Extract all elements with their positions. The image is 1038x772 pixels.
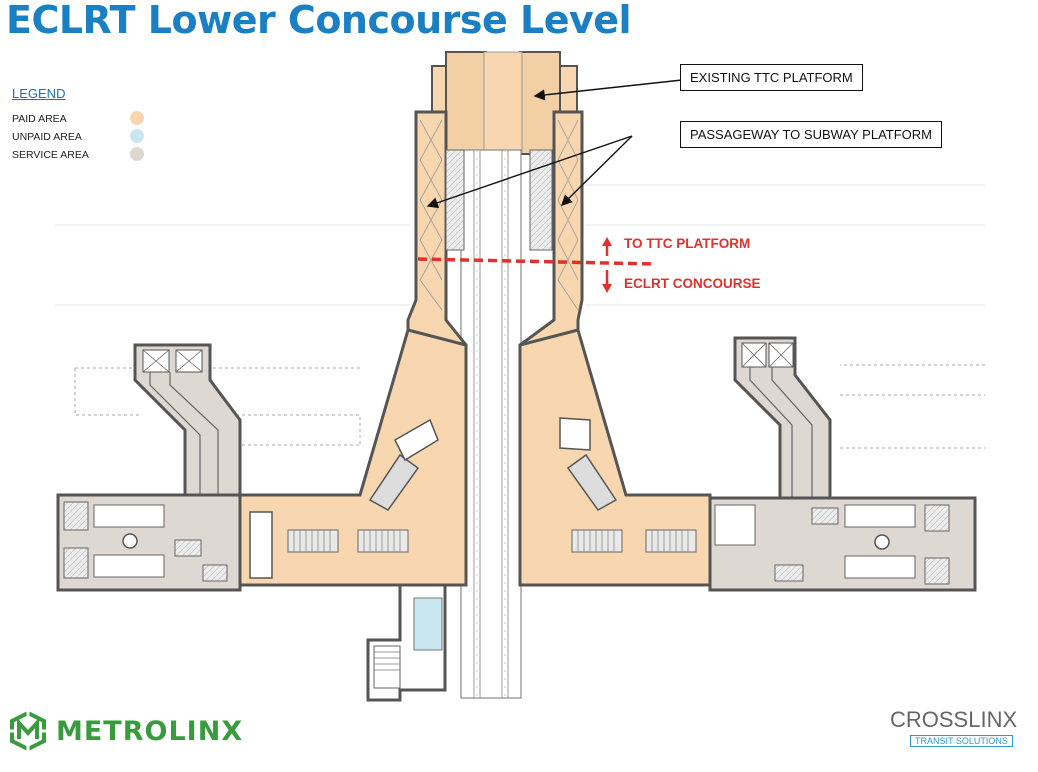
legend-item-unpaid: UNPAID AREA — [12, 127, 144, 145]
legend-heading: LEGEND — [12, 86, 66, 101]
fare-line — [417, 257, 656, 266]
legend-label-unpaid: UNPAID AREA — [12, 131, 82, 143]
legend-swatch-unpaid — [130, 129, 144, 143]
metrolinx-wordmark: METROLINX — [56, 715, 244, 747]
track-corridor — [460, 149, 522, 699]
label-eclrt-concourse: ECLRT CONCOURSE — [624, 276, 761, 291]
legend-item-service: SERVICE AREA — [12, 145, 144, 163]
legend-label-paid: PAID AREA — [12, 113, 67, 125]
label-to-ttc-platform: TO TTC PLATFORM — [624, 236, 751, 251]
crosslinx-logo: CROSSLINX TRANSIT SOLUTIONS — [890, 707, 1030, 755]
unpaid-entrance — [366, 583, 447, 702]
crosslinx-wordmark: CROSSLINX — [890, 707, 1018, 732]
right-service-wing — [708, 336, 977, 592]
left-concourse — [238, 328, 468, 587]
right-concourse — [518, 328, 712, 587]
legend-item-paid: PAID AREA — [12, 109, 144, 127]
callout-existing-platform: EXISTING TTC PLATFORM — [680, 64, 863, 91]
building-outline — [74, 364, 985, 449]
page-title: ECLRT Lower Concourse Level — [6, 0, 632, 42]
crosslinx-subtitle: TRANSIT SOLUTIONS — [910, 735, 1013, 747]
legend-swatch-service — [130, 147, 144, 161]
left-service-wing — [56, 343, 242, 592]
callout-arrows — [426, 79, 683, 209]
metrolinx-m-icon — [6, 709, 50, 753]
legend-swatch-paid — [130, 111, 144, 125]
direction-arrows — [602, 237, 612, 293]
legend-label-service: SERVICE AREA — [12, 149, 89, 161]
ttc-platform — [431, 51, 578, 155]
legend: LEGEND PAID AREA UNPAID AREA SERVICE ARE… — [12, 86, 144, 163]
site-grid — [55, 184, 985, 306]
metrolinx-logo: METROLINX — [6, 709, 243, 753]
callout-passageway: PASSAGEWAY TO SUBWAY PLATFORM — [680, 121, 942, 148]
